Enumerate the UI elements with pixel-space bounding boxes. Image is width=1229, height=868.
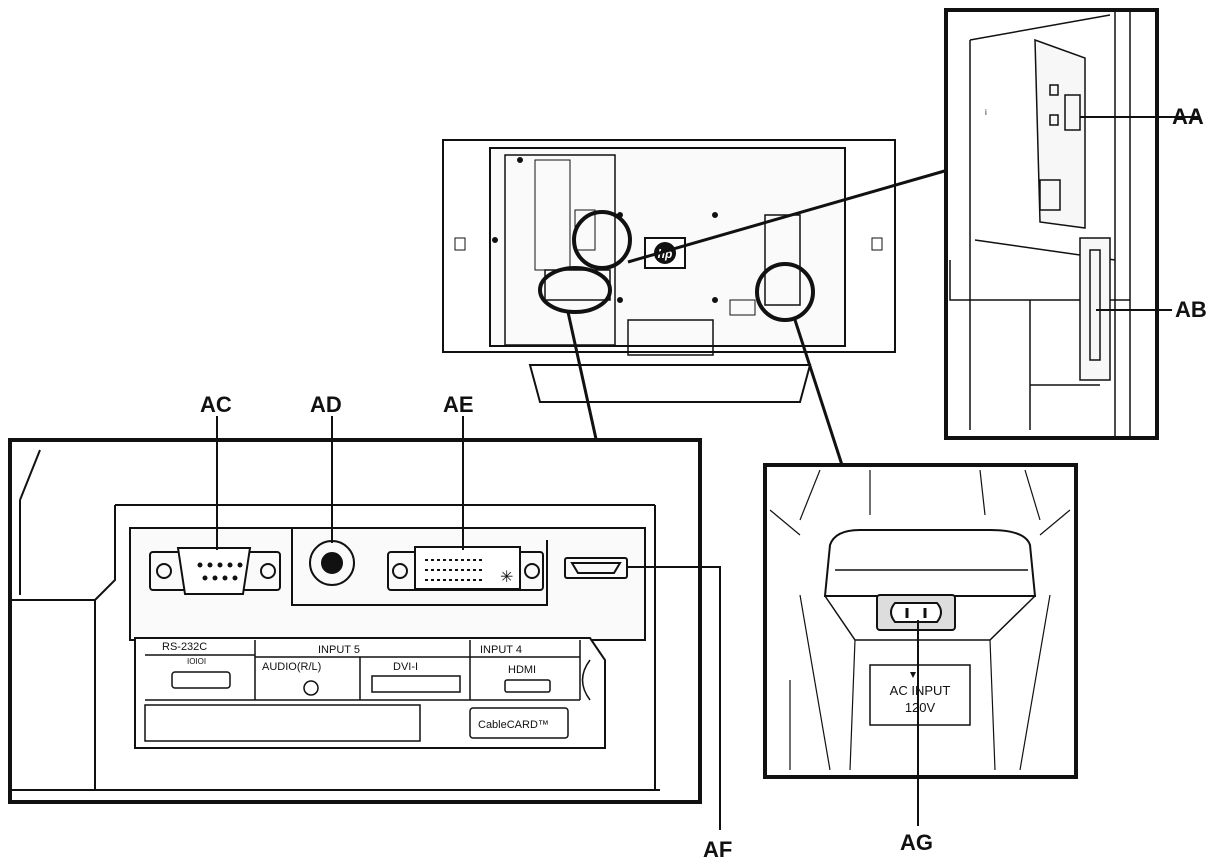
label-rs232c: RS-232C	[162, 641, 207, 653]
callout-ae: AE	[443, 392, 474, 417]
ac-inlet	[876, 594, 956, 631]
highlight-circles	[538, 210, 815, 322]
label-hdmi: HDMI	[508, 664, 536, 676]
label-input4: INPUT 4	[480, 644, 522, 656]
ac-label-line1: AC INPUT	[890, 683, 951, 698]
input-panel-inset: ✳ RS-232C IOIOI INPUT 5 INPU	[8, 438, 702, 804]
highlight-circle-input-panel	[538, 266, 612, 314]
label-rs232c-sub: IOIOI	[187, 657, 206, 666]
callout-ag: AG	[900, 830, 933, 855]
label-audio: AUDIO(R/L)	[262, 661, 321, 673]
label-dvi: DVI-I	[393, 661, 418, 673]
hp-logo: hp	[644, 237, 686, 269]
label-cablecard: CableCARD™	[478, 719, 549, 731]
highlight-circle-ac-input	[755, 262, 815, 322]
dvi-port: ✳	[387, 546, 544, 591]
input-panel-leaders	[216, 416, 721, 830]
audio-jack	[309, 540, 355, 586]
callout-ad: AD	[310, 392, 342, 417]
tv-rear-view	[442, 139, 896, 403]
callout-ab: AB	[1175, 297, 1207, 322]
callout-aa: AA	[1172, 104, 1204, 129]
callout-af: AF	[703, 837, 732, 862]
leader-lines	[566, 168, 949, 466]
ac-input-inset: AC INPUT 120V	[763, 463, 1078, 779]
rs232c-port	[149, 547, 281, 595]
ac-label-plate	[869, 664, 971, 726]
side-panel-tiny-label: i	[985, 108, 987, 117]
label-input5: INPUT 5	[318, 644, 360, 656]
highlight-circle-side-panel	[572, 210, 632, 270]
callout-ac: AC	[200, 392, 232, 417]
svg-text:✳: ✳	[500, 569, 513, 586]
side-panel-inset: i	[944, 8, 1159, 440]
ac-label-line2: 120V	[905, 700, 936, 715]
